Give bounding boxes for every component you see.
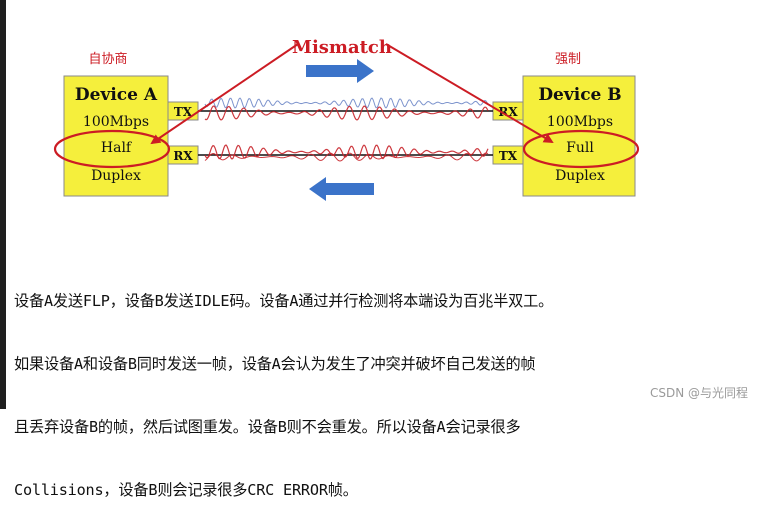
- explanation-line: Collisions，设备B则会记录很多CRC ERROR帧。: [14, 481, 358, 499]
- signal-a-to-b: [204, 97, 489, 121]
- device-a-rx-label: RX: [173, 149, 193, 163]
- mismatch-pointer-right: [385, 43, 554, 144]
- device-b-speed: 100Mbps: [547, 114, 613, 130]
- device-b-tx-label: TX: [499, 149, 518, 163]
- device-a-speed: 100Mbps: [83, 114, 149, 130]
- device-a-name: Device A: [75, 85, 158, 105]
- explanation-text: 设备A发送FLP，设备B发送IDLE码。设备A通过并行检测将本端设为百兆半双工。…: [14, 249, 754, 522]
- direction-arrow-right: [306, 59, 374, 83]
- duplex-mismatch-diagram: Device A 100Mbps Half Duplex TX RX Devic…: [53, 37, 640, 201]
- mismatch-pointer-left: [150, 43, 299, 145]
- left-edge-strip: [0, 0, 6, 409]
- device-b-name: Device B: [538, 85, 621, 105]
- device-a-duplex-highlight: [53, 129, 171, 169]
- device-a-duplex-label: Duplex: [91, 168, 141, 184]
- explanation-line: 设备A发送FLP，设备B发送IDLE码。设备A通过并行检测将本端设为百兆半双工。: [14, 292, 554, 310]
- csdn-watermark: CSDN @与光同程: [649, 386, 748, 400]
- device-a-tx-port: TX: [167, 101, 199, 121]
- device-a-rx-port: RX: [167, 145, 199, 165]
- device-b-tx-port: TX: [492, 145, 524, 165]
- device-a-duplex-mode: Half: [101, 140, 133, 156]
- device-b-duplex-mode: Full: [566, 140, 594, 156]
- device-a: Device A 100Mbps Half Duplex: [63, 75, 169, 197]
- mismatch-label: Mismatch: [292, 37, 392, 58]
- explanation-line: 且丢弃设备B的帧，然后试图重发。设备B则不会重发。所以设备A会记录很多: [14, 418, 521, 436]
- signal-b-to-a: [204, 144, 489, 162]
- device-b: Device B 100Mbps Full Duplex: [522, 75, 636, 197]
- direction-arrow-left: [309, 177, 374, 201]
- device-b-rx-label: RX: [498, 105, 518, 119]
- device-a-tx-label: TX: [174, 105, 193, 119]
- device-b-rx-port: RX: [492, 101, 524, 121]
- auto-negotiation-label: 自协商: [88, 52, 127, 67]
- device-b-duplex-highlight: [522, 129, 640, 169]
- explanation-line: 如果设备A和设备B同时发送一帧，设备A会认为发生了冲突并破坏自己发送的帧: [14, 355, 536, 373]
- forced-mode-label: 强制: [555, 52, 581, 67]
- device-b-duplex-label: Duplex: [555, 168, 605, 184]
